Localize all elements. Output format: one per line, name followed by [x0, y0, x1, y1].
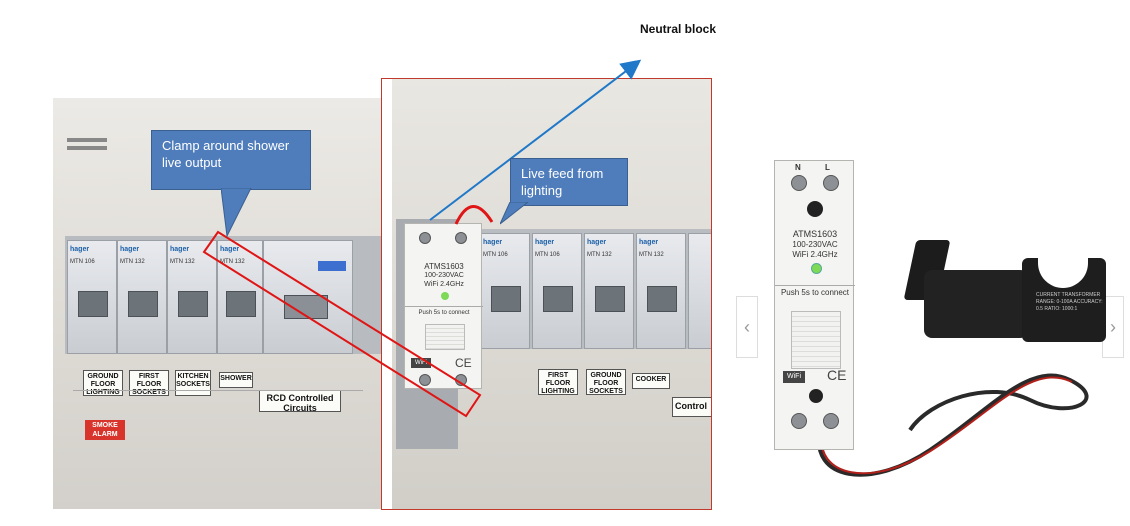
- callout-live-feed: Live feed from lighting: [500, 158, 628, 225]
- label-ground-floor-sockets: GROUND FLOOR SOCKETS: [586, 369, 626, 395]
- red-jumper-wire: [454, 205, 494, 225]
- mid-breaker-2: hager MTN 106: [532, 233, 582, 349]
- breaker-1: hager MTN 106: [67, 240, 117, 354]
- rcd-switch: [263, 240, 353, 354]
- callout-shower: Clamp around shower live output: [151, 130, 311, 238]
- label-first-floor-sockets: FIRST FLOOR SOCKETS: [129, 370, 169, 396]
- neutral-arrow: [429, 59, 642, 221]
- label-shower: SHOWER: [219, 372, 253, 388]
- mid-breaker-4: hager MTN 132: [636, 233, 686, 349]
- red-highlight-box: [202, 230, 482, 418]
- mid-breaker-3: hager MTN 132: [584, 233, 634, 349]
- smoke-alarm-label: SMOKE ALARM: [85, 420, 125, 440]
- smart-meter-product: N L ATMS1603 100-230VAC WiFi 2.4GHz Push…: [774, 160, 855, 450]
- ct-cable: [816, 373, 1089, 477]
- chevron-left-icon[interactable]: ‹: [736, 296, 758, 358]
- label-kitchen-sockets: KITCHEN SOCKETS: [175, 370, 211, 396]
- current-transformer-clamp: CURRENT TRANSFORMER RANGE: 0-100A ACCURA…: [903, 240, 1110, 342]
- smart-meter-installed: ATMS1603 100-230VAC WiFi 2.4GHz Push 5s …: [404, 223, 483, 389]
- label-cooker: COOKER: [632, 373, 670, 389]
- left-consumer-unit-photo: hager MTN 106 hager MTN 132 hager MTN 13…: [53, 98, 381, 509]
- label-control: Control: [672, 397, 711, 417]
- breaker-3: hager MTN 132: [167, 240, 217, 354]
- mid-breaker-1: hager MTN 106: [480, 233, 530, 349]
- neutral-block-label: Neutral block: [640, 22, 717, 36]
- label-first-floor-lighting: FIRST FLOOR LIGHTING: [538, 369, 578, 395]
- product-image: ‹ › N L ATMS1603 100-230VAC WiFi 2.4GHz …: [730, 100, 1130, 520]
- middle-consumer-unit-photo: hager MTN 106 hager MTN 106 hager MTN 13…: [381, 78, 712, 510]
- breaker-4: hager MTN 132: [217, 240, 263, 354]
- breaker-2: hager MTN 132: [117, 240, 167, 354]
- label-ground-floor-lighting: GROUND FLOOR LIGHTING: [83, 370, 123, 396]
